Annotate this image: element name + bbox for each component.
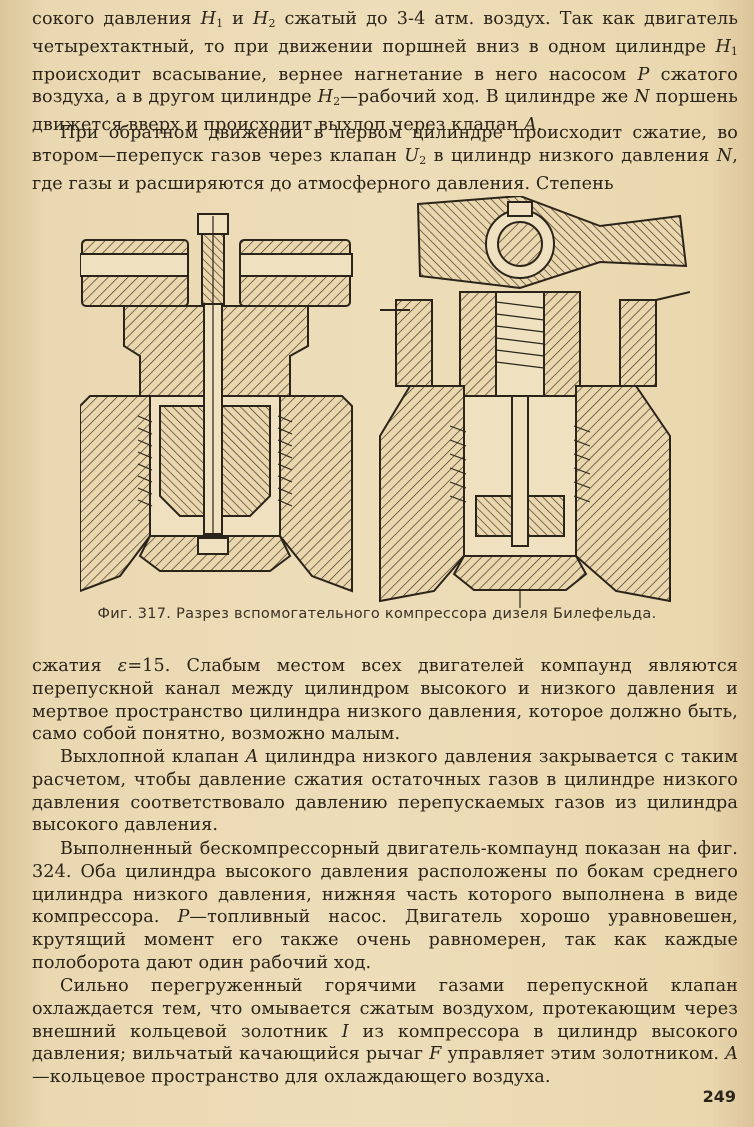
paragraph-3: сжатия ε=15. Слабым местом всех двигател…: [32, 655, 738, 746]
symbol-i: I: [341, 1021, 349, 1042]
text: —рабочий ход. В цилиндре же: [340, 87, 635, 108]
symbol-a: A: [245, 747, 259, 767]
symbol-u: U: [404, 145, 420, 166]
text: из компрессора в цилиндр высокого давлен…: [32, 1021, 738, 1065]
page-number: 249: [702, 1087, 736, 1106]
text: происходит всасывание, вернее нагнетание…: [32, 64, 638, 85]
symbol-p: P: [637, 64, 650, 85]
text: сжатого воздуха, а в другом цилиндре: [32, 64, 738, 108]
text: Выхлопной клапан: [60, 747, 246, 767]
symbol-a: A: [725, 1044, 738, 1065]
symbol-h2: H: [317, 87, 334, 108]
text: Выполненный бескомпрессорный двигатель-к…: [32, 839, 738, 928]
subscript: 1: [216, 17, 224, 30]
text: сжатия: [32, 656, 118, 676]
symbol-f: F: [429, 1044, 442, 1065]
symbol-h1: H: [200, 9, 217, 29]
symbol-epsilon: ε: [117, 656, 128, 676]
text: , где газы и расширяются до атмосферного…: [32, 145, 738, 194]
subscript: 1: [730, 44, 738, 58]
subscript: 2: [419, 153, 427, 167]
text: Сильно перегруженный горячими газами пер…: [32, 976, 738, 1042]
text: —кольцевое пространство для охлаждающего…: [32, 1067, 551, 1088]
text: =15. Слабым местом всех двигателей компа…: [32, 656, 738, 745]
text: .: [536, 115, 543, 136]
paragraph-6: Сильно перегруженный горячими газами пер…: [32, 975, 738, 1089]
paragraph-2: При обратном движении в первом цилиндре …: [32, 122, 738, 195]
figure-compressor-section: [79, 194, 691, 612]
symbol-n: N: [634, 87, 650, 108]
paragraph-1: сокого давления H1 и H2 сжатый до 3-4 ат…: [32, 8, 738, 137]
text: управляет этим золотником.: [441, 1044, 726, 1065]
figure-caption: Фиг. 317. Разрез вспомогательного компре…: [97, 606, 657, 622]
symbol-h1: H: [715, 36, 731, 57]
left-section-view: [79, 213, 353, 593]
symbol-a: A: [524, 115, 537, 136]
paragraph-4: Выхлопной клапан A цилиндра низкого давл…: [32, 746, 738, 837]
text: При обратном движении в первом цилиндре …: [32, 123, 738, 166]
text: поршень движется вверх и происходит выхл…: [32, 87, 738, 136]
paragraph-5: Выполненный бескомпрессорный двигатель-к…: [32, 838, 738, 975]
text: сокого давления: [32, 9, 201, 29]
symbol-n: N: [716, 145, 733, 166]
cross-section-drawing: [79, 194, 691, 608]
text: сжатый до 3-4 атм. воздух. Так как двига…: [32, 9, 738, 57]
symbol-p: P: [177, 907, 190, 928]
text: в цилиндр низкого давления: [426, 145, 717, 166]
text: и: [223, 9, 253, 29]
subscript: 2: [333, 95, 341, 109]
text: цилиндра низкого давления закрывается с …: [32, 747, 738, 836]
text: —топливный насос. Двигатель хорошо уравн…: [32, 907, 738, 973]
symbol-h2: H: [252, 9, 269, 29]
right-section-view: [379, 194, 691, 608]
subscript: 2: [268, 17, 276, 30]
